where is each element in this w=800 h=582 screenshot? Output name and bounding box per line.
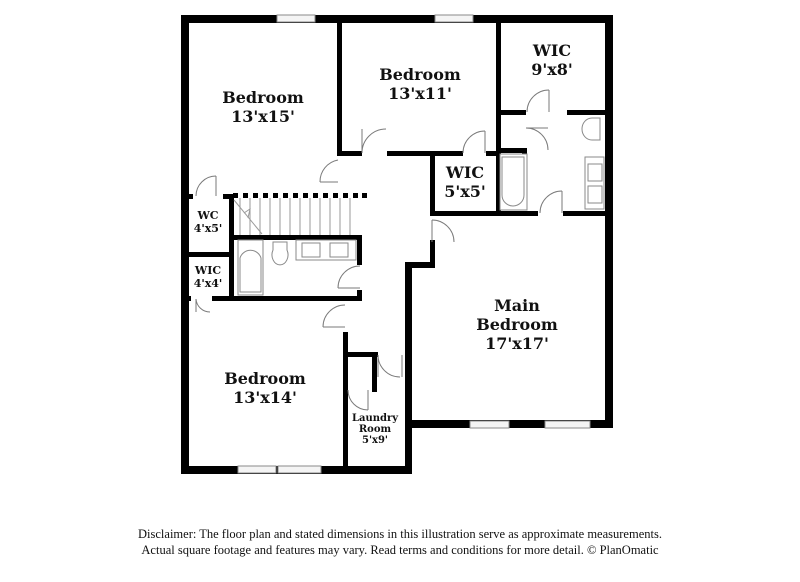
room-labels: Bedroom 13'x15' Bedroom 13'x11' WIC 9'x8… [194,41,573,446]
room-name-bedroom-sw: Bedroom [224,369,306,388]
room-dim-wc: 4'x5' [194,222,223,235]
room-dim-bedroom-sw: 13'x14' [233,388,297,407]
doors [195,89,563,411]
room-name-wic-small: WIC [194,264,221,277]
room-name-bedroom-nw: Bedroom [222,88,304,107]
stairs [233,198,351,235]
room-dim-main-bedroom: 17'x17' [485,334,549,353]
room-dim-laundry: 5'x9' [362,435,388,446]
room-name-laundry-1: Laundry [352,413,399,424]
room-name-wc: WC [196,209,218,222]
interior-walls [181,15,613,474]
room-dim-wic-ne: 9'x8' [531,60,573,79]
stair-railing [233,193,367,198]
room-name-wic-center: WIC [445,163,484,182]
room-name-laundry-2: Room [359,424,392,435]
windows [237,14,591,474]
disclaimer-line-1: Disclaimer: The floor plan and stated di… [138,527,662,541]
floor-plan: Bedroom 13'x15' Bedroom 13'x11' WIC 9'x8… [181,14,613,474]
room-dim-bedroom-nw: 13'x15' [231,107,295,126]
room-dim-wic-small: 4'x4' [194,277,223,290]
room-dim-bedroom-n: 13'x11' [388,84,452,103]
fixtures [237,117,605,296]
room-name-main-bedroom-1: Main [494,296,540,315]
disclaimer-line-2: Actual square footage and features may v… [141,543,659,557]
room-name-wic-ne: WIC [532,41,571,60]
room-name-bedroom-n: Bedroom [379,65,461,84]
room-name-main-bedroom-2: Bedroom [476,315,558,334]
room-dim-wic-center: 5'x5' [444,182,486,201]
